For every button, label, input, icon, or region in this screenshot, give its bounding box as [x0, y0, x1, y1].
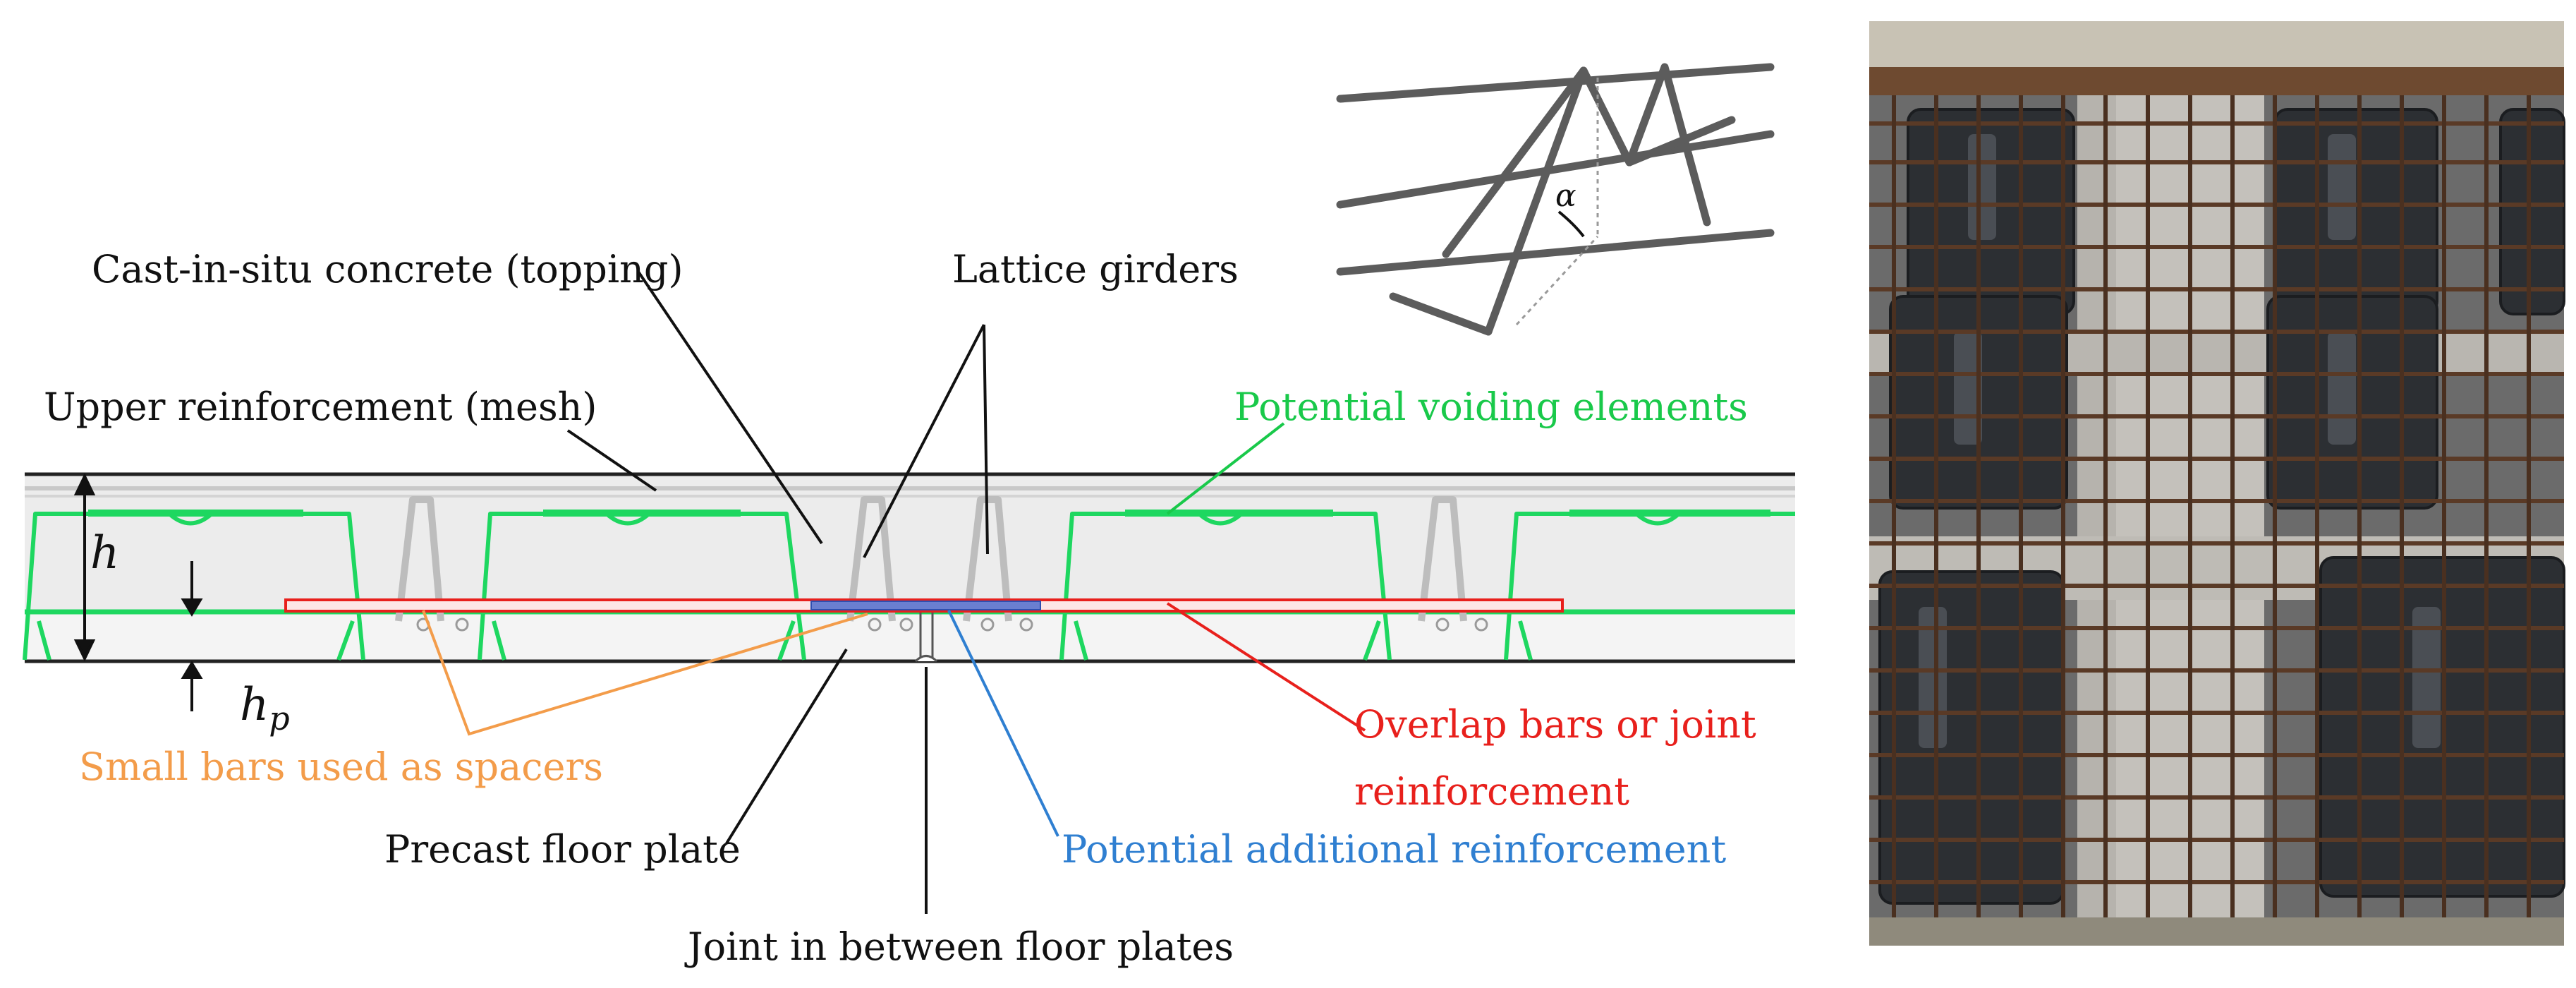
label-hp: hp — [240, 679, 290, 737]
label-joint: Joint in between floor plates — [684, 924, 1234, 969]
dimension-hp — [181, 561, 203, 711]
lattice-girder — [395, 496, 444, 622]
plate-joint — [919, 612, 934, 661]
label-voiding-elements: Potential voiding elements — [1234, 385, 1748, 429]
lattice-girder — [1418, 496, 1467, 622]
label-h: h — [90, 527, 119, 579]
label-hp-main: h — [240, 679, 269, 731]
photo-top-strip — [1869, 21, 2564, 71]
photo-bottom-strip — [1869, 917, 2564, 946]
labels: Cast-in-situ concrete (topping) Lattice … — [44, 247, 1756, 969]
label-overlap-line2: reinforcement — [1354, 769, 1629, 814]
label-overlap-line1: Overlap bars or joint — [1354, 702, 1756, 747]
label-spacers: Small bars used as spacers — [79, 745, 603, 789]
additional-reinforcement — [810, 601, 1041, 610]
voiding-elements — [23, 510, 1795, 661]
label-hp-sub: p — [269, 699, 289, 737]
plate-joint-cap — [914, 655, 938, 663]
slab-cross-section — [23, 472, 1795, 711]
label-topping: Cast-in-situ concrete (topping) — [92, 247, 684, 291]
label-additional-reinforcement: Potential additional reinforcement — [1062, 827, 1726, 872]
leader-lines — [422, 270, 1366, 914]
angle-arc — [1557, 210, 1585, 238]
dimension-h — [73, 473, 96, 662]
label-lattice-girders: Lattice girders — [952, 247, 1239, 291]
lattice-girder — [963, 496, 1012, 622]
label-alpha: α — [1555, 178, 1576, 214]
lattice-girder-inset: α — [1336, 63, 1775, 336]
label-precast-plate: Precast floor plate — [384, 827, 741, 872]
lattice-girder — [846, 496, 896, 622]
photo-mesh-horizontal — [1869, 121, 2564, 884]
photo-mesh-vertical — [1892, 95, 2531, 917]
photo-edge-beam — [1869, 67, 2564, 95]
site-photo — [1869, 21, 2565, 946]
label-upper-mesh: Upper reinforcement (mesh) — [44, 385, 597, 429]
